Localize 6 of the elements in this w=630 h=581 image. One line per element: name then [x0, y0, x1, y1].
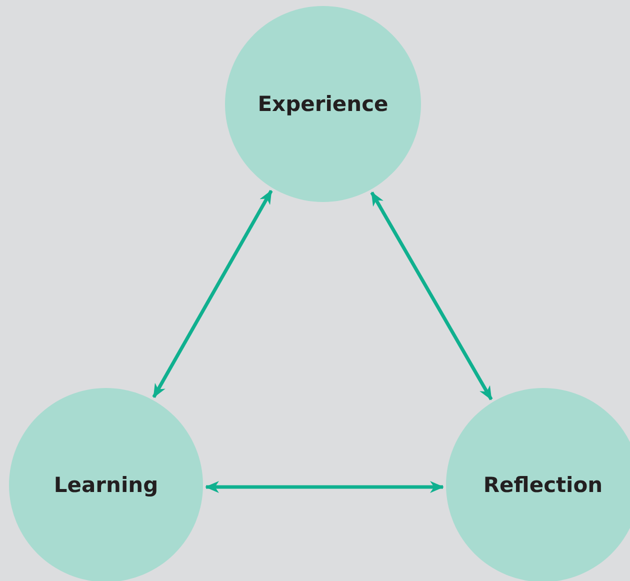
node-label: Experience [258, 92, 388, 116]
double-arrow [205, 481, 444, 493]
node-label: Reflection [483, 473, 603, 497]
double-arrow [370, 192, 493, 400]
double-arrow [152, 190, 273, 398]
node-label: Learning [54, 473, 158, 497]
